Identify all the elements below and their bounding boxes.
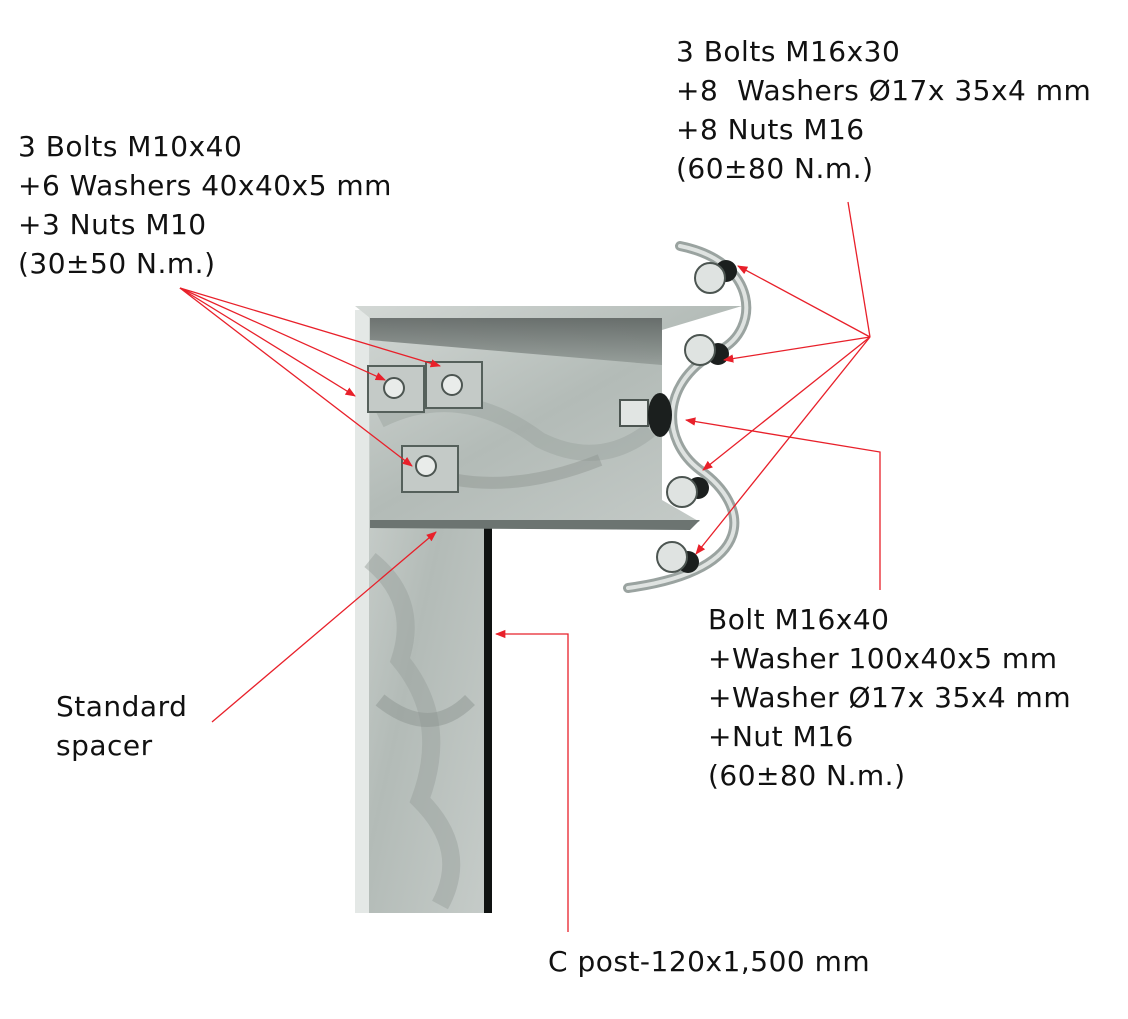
m16-nut-1: [694, 260, 737, 294]
label-m16x30-line3: +8 Nuts M16: [676, 113, 865, 146]
m16-nut-2: [684, 334, 729, 366]
label-m16x40-line1: Bolt M16x40: [708, 603, 890, 636]
label-m16x40-line2: +Washer 100x40x5 mm: [708, 642, 1058, 675]
label-c-post: C post-120x1,500 mm: [548, 945, 871, 978]
leader-m10-2: [179, 287, 441, 368]
label-spacer-line2: spacer: [56, 729, 153, 762]
leader-m16x30-2: [722, 336, 871, 363]
label-m10-line1: 3 Bolts M10x40: [18, 130, 243, 163]
leader-m10-4: [179, 287, 356, 397]
m10-bolt-2: [425, 361, 483, 409]
label-m16x30-line4: (60±80 N.m.): [676, 152, 874, 185]
leader-post: [494, 629, 569, 932]
label-m16x40-bolt: Bolt M16x40 +Washer 100x40x5 mm +Washer …: [708, 600, 1071, 795]
label-m10-bolts: 3 Bolts M10x40 +6 Washers 40x40x5 mm +3 …: [18, 127, 392, 283]
label-m16x30-line1: 3 Bolts M16x30: [676, 35, 901, 68]
leader-m16x30-4: [695, 336, 871, 555]
m16x40-bolt: [619, 393, 672, 437]
leader-m10-3: [179, 287, 413, 467]
label-m10-line4: (30±50 N.m.): [18, 247, 216, 280]
label-spacer-line1: Standard: [56, 690, 188, 723]
label-standard-spacer: Standard spacer: [56, 687, 187, 765]
leader-m16x40: [684, 417, 881, 590]
label-m16x40-line3: +Washer Ø17x 35x4 mm: [708, 681, 1072, 714]
leader-m16x30-3: [702, 336, 871, 471]
leader-m16x30-1: [737, 265, 871, 338]
m10-bolt-1: [367, 365, 425, 413]
label-m16x40-line4: +Nut M16: [708, 720, 854, 753]
m16-nut-4: [656, 541, 699, 573]
label-m16x40-line5: (60±80 N.m.): [708, 759, 906, 792]
leader-lines: [179, 201, 881, 932]
label-m10-line2: +6 Washers 40x40x5 mm: [18, 169, 392, 202]
label-m10-line3: +3 Nuts M10: [18, 208, 207, 241]
leader-spacer: [211, 531, 437, 723]
label-m16x30-bolts: 3 Bolts M16x30 +8 Washers Ø17x 35x4 mm +…: [676, 32, 1091, 188]
w-beam-rail: [623, 241, 752, 593]
m16x30-bolt-group: [656, 260, 737, 573]
m16-nut-3: [666, 476, 709, 508]
leader-m16x30-origin: [847, 201, 871, 338]
leader-m10-1: [179, 287, 386, 381]
label-m16x30-line2: +8 Washers Ø17x 35x4 mm: [676, 74, 1092, 107]
m10-bolt-group: [367, 361, 483, 493]
m10-bolt-3: [401, 445, 459, 493]
